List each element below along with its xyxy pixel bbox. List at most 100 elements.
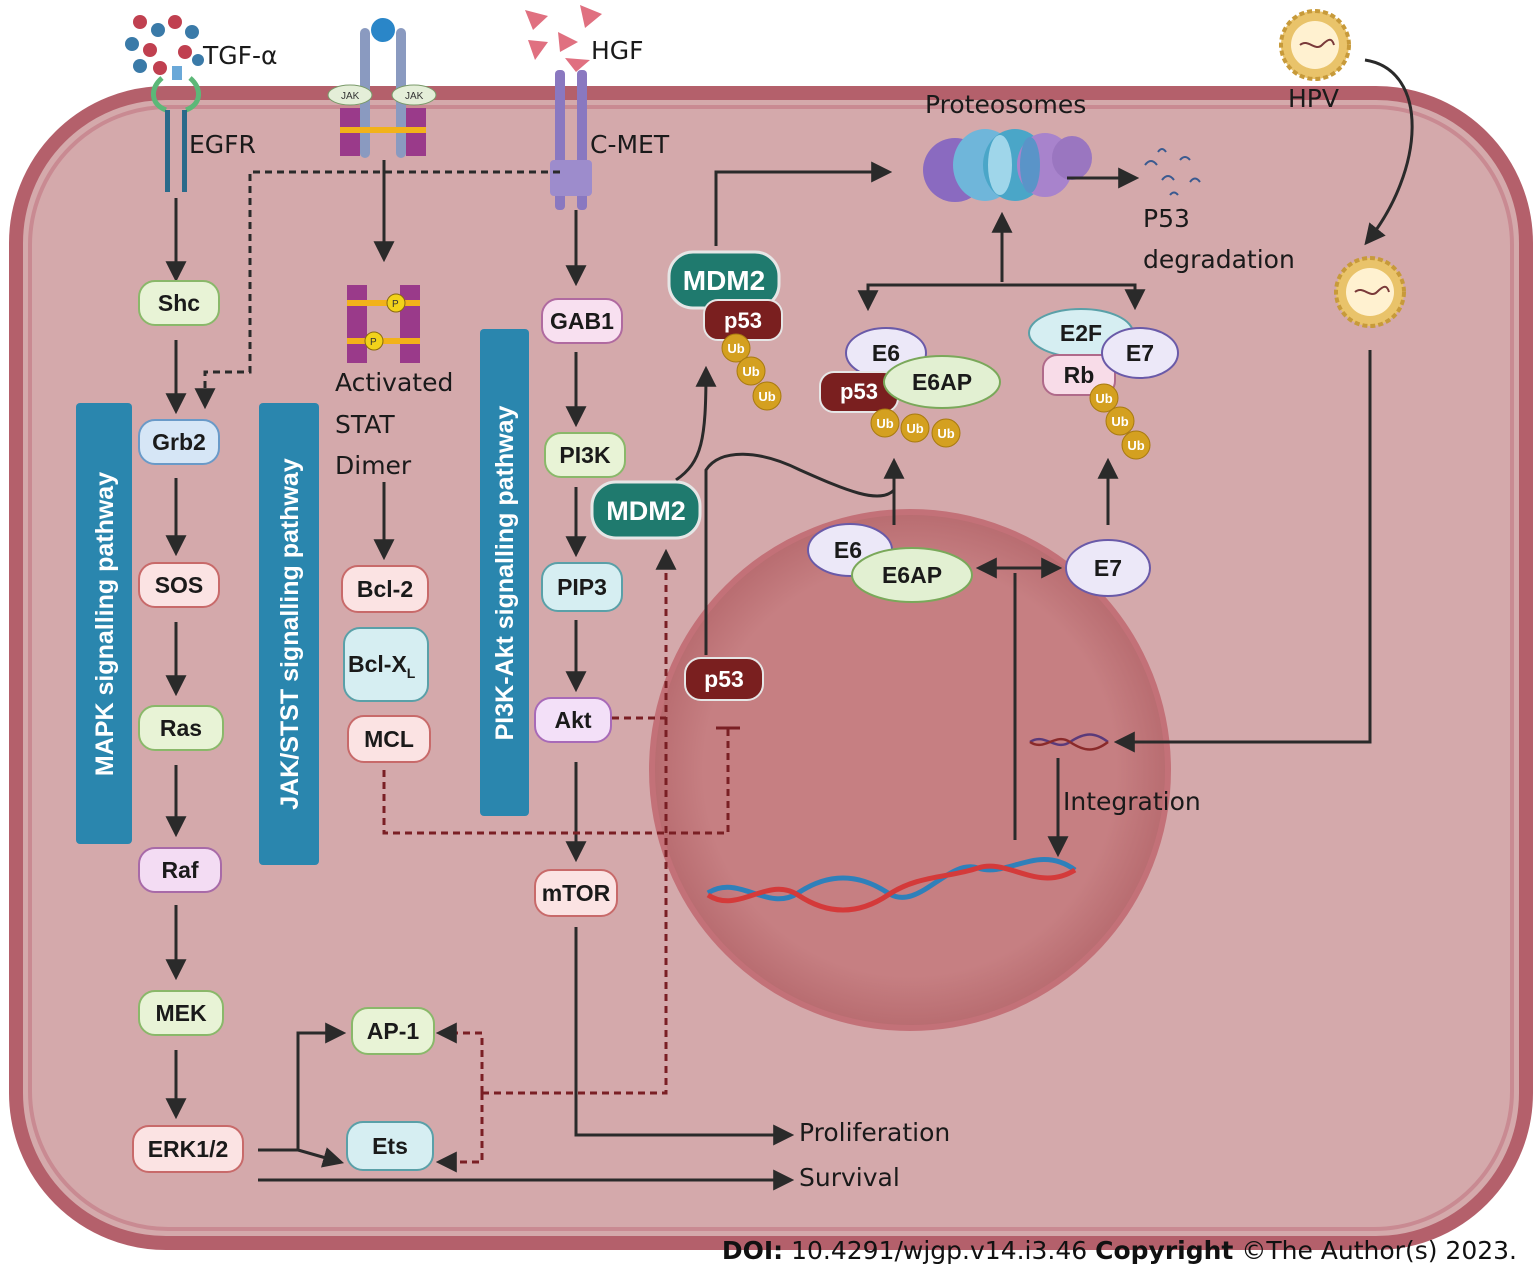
node-ets-label: Ets	[372, 1133, 408, 1159]
mdm2-p53-ub-complex: MDM2 p53 Ub Ub Ub	[667, 250, 783, 411]
ub-2: Ub	[742, 364, 759, 379]
complex-mdm2-label: MDM2	[683, 265, 765, 296]
jak-receptor-icon: JAK JAK	[327, 18, 437, 158]
ub-5: Ub	[906, 421, 923, 436]
activated-label: Activated	[335, 368, 453, 397]
node-p53-central: p53	[684, 657, 764, 701]
ub-9: Ub	[1127, 438, 1144, 453]
node-bcl2: Bcl-2	[341, 565, 429, 613]
survival-label: Survival	[799, 1163, 900, 1192]
hpv-virion-icon	[1279, 9, 1351, 81]
dna-helix	[706, 857, 1077, 913]
e6-e6ap-p53-complex: E6 p53 E6AP Ub Ub Ub	[819, 327, 1001, 448]
nuclear-e6-e6ap: E6 E6AP	[807, 523, 973, 603]
activated-stat-dimer-icon: P P	[347, 285, 420, 363]
node-mcl: MCL	[347, 715, 431, 763]
node-bclxl: Bcl-XL	[343, 627, 429, 702]
node-sos: SOS	[138, 562, 220, 608]
mapk-pathway-title: MAPK signalling pathway	[91, 472, 119, 776]
pi3k-pathway-box	[480, 329, 529, 816]
node-raf: Raf	[138, 847, 222, 893]
complex-e6-p53-label: p53	[840, 379, 878, 404]
node-mtor-label: mTOR	[542, 880, 611, 906]
jak-label-right: JAK	[405, 91, 424, 102]
cmet-receptor-icon	[550, 70, 592, 210]
node-bcl2-label: Bcl-2	[357, 576, 413, 602]
complex-e7-label: E7	[1126, 340, 1154, 366]
hgf-ligand-icon	[525, 5, 602, 72]
copyright-value: ©The Author(s) 2023.	[1241, 1236, 1517, 1265]
node-shc-label: Shc	[158, 290, 200, 316]
cell-inner-membrane	[28, 105, 1514, 1231]
node-pip3: PIP3	[541, 562, 623, 612]
node-shc: Shc	[138, 280, 220, 326]
citation-footer: DOI: 10.4291/wjgp.v14.i3.46 Copyright ©T…	[722, 1236, 1517, 1265]
cmet-label: C-MET	[590, 130, 670, 159]
node-pip3-label: PIP3	[557, 574, 607, 600]
tgf-alpha-ligand-icon	[125, 15, 204, 75]
node-grb2: Grb2	[138, 419, 220, 465]
node-pi3k: PI3K	[544, 432, 626, 478]
proliferation-label: Proliferation	[799, 1118, 950, 1147]
node-sos-label: SOS	[155, 572, 204, 598]
degraded-p53-fragments-icon	[1144, 148, 1201, 196]
hpv-internalized-icon	[1334, 256, 1406, 328]
ub-1: Ub	[727, 341, 744, 356]
jak-pathway-box	[259, 403, 319, 865]
node-mcl-label: MCL	[364, 726, 414, 752]
doi-value: 10.4291/wjgp.v14.i3.46	[791, 1236, 1088, 1265]
node-mdm2-central-label: MDM2	[606, 496, 686, 526]
complex-rb-label: Rb	[1064, 362, 1095, 388]
nuclear-e6-label: E6	[834, 537, 862, 563]
node-raf-label: Raf	[161, 857, 198, 883]
proteosomes-label: Proteosomes	[925, 90, 1086, 119]
node-grb2-label: Grb2	[152, 429, 206, 455]
node-gab1-label: GAB1	[550, 308, 614, 334]
ub-6: Ub	[937, 426, 954, 441]
doi-label: DOI:	[721, 1236, 784, 1265]
copyright-label: Copyright	[1095, 1236, 1234, 1265]
mapk-pathway-box	[76, 403, 132, 844]
ub-4: Ub	[876, 416, 893, 431]
stat-p-2: P	[370, 337, 377, 348]
node-p53-central-label: p53	[704, 666, 744, 692]
nuclear-e7: E7	[1065, 539, 1151, 597]
node-ap1-label: AP-1	[367, 1018, 420, 1044]
ub-8: Ub	[1111, 414, 1128, 429]
node-akt: Akt	[534, 697, 612, 743]
node-mtor: mTOR	[534, 869, 618, 917]
jak-label-left: JAK	[341, 91, 360, 102]
proteosome-icon	[923, 129, 1092, 202]
nuclear-e6ap-label: E6AP	[882, 562, 942, 588]
node-mek-label: MEK	[155, 1000, 207, 1026]
stat-label: STAT	[335, 410, 395, 439]
node-pi3k-label: PI3K	[559, 442, 611, 468]
egfr-receptor-icon	[151, 66, 201, 192]
dimer-label: Dimer	[335, 451, 412, 480]
nuclear-e7-label: E7	[1094, 555, 1122, 581]
node-akt-label: Akt	[554, 707, 591, 733]
solid-arrows	[165, 58, 1414, 1191]
stat-p-1: P	[392, 299, 399, 310]
node-gab1: GAB1	[541, 298, 623, 344]
node-mdm2-central: MDM2	[590, 480, 702, 540]
node-mek: MEK	[138, 990, 224, 1036]
dashed-arrows	[194, 170, 730, 1173]
complex-e2f-label: E2F	[1060, 320, 1102, 346]
complex-mdm2-p53-label: p53	[724, 308, 762, 333]
complex-e6ap-label: E6AP	[912, 369, 972, 395]
node-ras: Ras	[138, 705, 224, 751]
integrated-dna-icon	[1029, 733, 1109, 751]
ub-7: Ub	[1095, 391, 1112, 406]
egfr-label: EGFR	[189, 130, 256, 159]
p53-degradation-line2: degradation	[1143, 245, 1295, 274]
node-ras-label: Ras	[160, 715, 202, 741]
node-erk-label: ERK1/2	[148, 1136, 229, 1162]
integration-label: Integration	[1063, 787, 1201, 816]
tgf-alpha-label: TGF-α	[202, 41, 278, 70]
node-ap1: AP-1	[351, 1007, 435, 1055]
pi3k-pathway-title: PI3K-Akt signalling pathway	[491, 406, 519, 741]
hpv-label: HPV	[1288, 84, 1339, 113]
p53-degradation-line1: P53	[1143, 204, 1190, 233]
